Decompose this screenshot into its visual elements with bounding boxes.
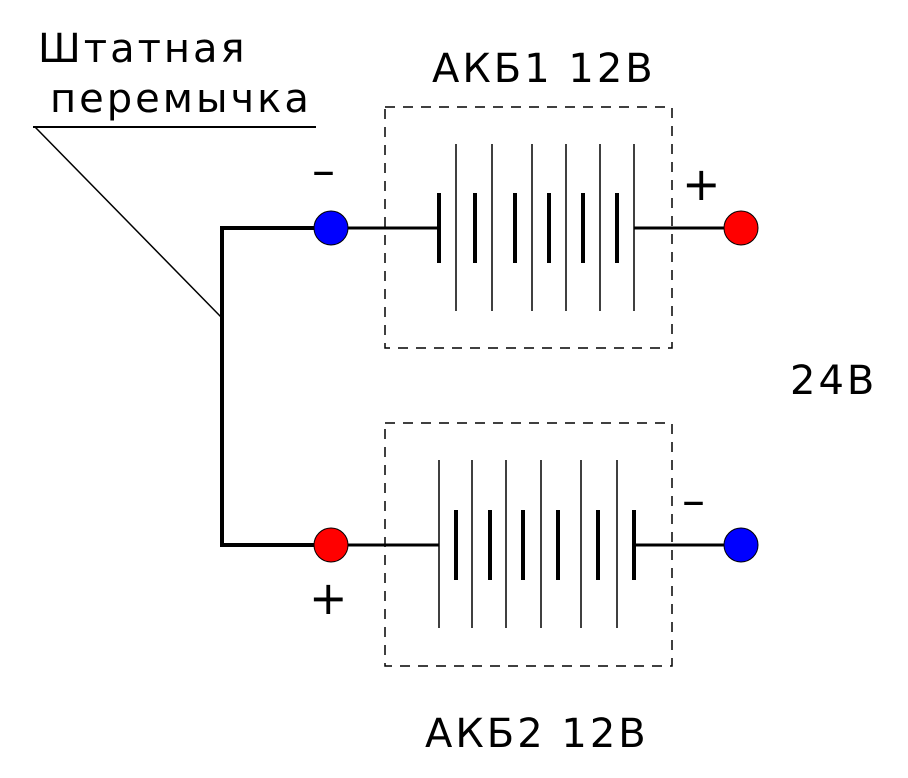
battery1-negative-terminal bbox=[313, 210, 349, 246]
battery1-positive-terminal bbox=[723, 210, 759, 246]
jumper-label-line2: перемычка bbox=[50, 76, 312, 122]
battery2-plus-sign: + bbox=[309, 571, 348, 625]
battery2-positive-terminal bbox=[313, 527, 349, 563]
battery2-minus-sign: – bbox=[682, 473, 705, 527]
battery2-negative-terminal bbox=[723, 527, 759, 563]
jumper-label-line1: Штатная bbox=[38, 26, 248, 72]
battery2-cells bbox=[438, 460, 636, 628]
battery1-label: АКБ1 12В bbox=[432, 46, 656, 92]
battery1-cells bbox=[437, 144, 635, 311]
battery1-box bbox=[384, 106, 673, 349]
battery2-label: АКБ2 12В bbox=[425, 711, 649, 757]
battery1-minus-sign: – bbox=[312, 143, 335, 197]
leader-line bbox=[34, 126, 223, 319]
jumper-wire bbox=[220, 226, 331, 547]
total-voltage-label: 24В bbox=[790, 358, 877, 404]
battery1-plus-sign: + bbox=[682, 157, 721, 211]
